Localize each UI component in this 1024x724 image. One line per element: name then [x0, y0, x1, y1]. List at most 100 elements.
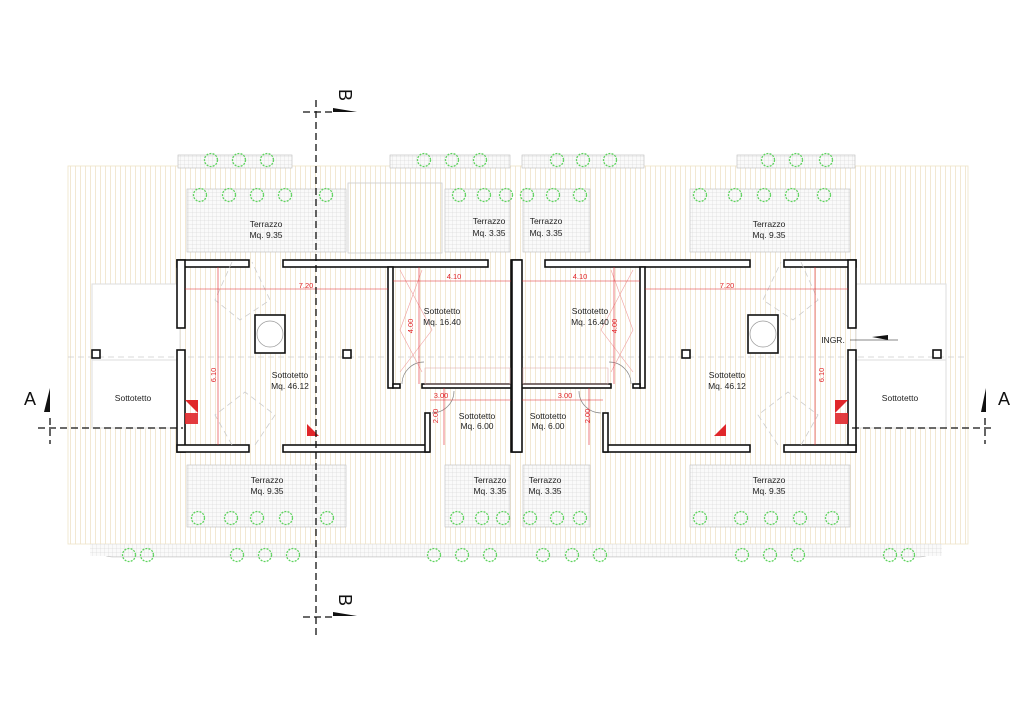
plant-icon	[257, 547, 273, 563]
plant-icon	[572, 187, 588, 203]
terrace-labels: Terrazzo Mq. 9.35 Terrazzo Mq. 3.35 Terr…	[249, 216, 785, 496]
plant-icon	[498, 187, 514, 203]
plant-icon	[451, 187, 467, 203]
plant-icon	[824, 510, 840, 526]
room-name: Sottotetto	[882, 393, 919, 403]
terrace-name: Terrazzo	[753, 475, 786, 485]
plant-icon	[454, 547, 470, 563]
plant-icon	[549, 510, 565, 526]
plant-icon	[444, 152, 460, 168]
room-area: Mq. 6.00	[460, 421, 493, 431]
terrace-name: Terrazzo	[529, 475, 562, 485]
plant-icon	[692, 510, 708, 526]
plant-icon	[790, 547, 806, 563]
plant-icon	[472, 152, 488, 168]
plant-icon	[788, 152, 804, 168]
plant-icon	[474, 510, 490, 526]
room-name: Sottotetto	[424, 306, 461, 316]
room-area: Mq. 46.12	[271, 381, 309, 391]
plant-icon	[734, 547, 750, 563]
terrace-area: Mq. 3.35	[528, 486, 561, 496]
plant-icon	[763, 510, 779, 526]
room-name: Sottotetto	[459, 411, 496, 421]
plant-icon	[192, 187, 208, 203]
room-name: Sottotetto	[115, 393, 152, 403]
dimension: 4.10	[573, 272, 588, 281]
dimension: 6.10	[817, 368, 826, 383]
terrace-area: Mq. 9.35	[752, 486, 785, 496]
section-a-label-right: A	[998, 389, 1010, 409]
section-b-bottom-arrow-icon	[333, 612, 357, 616]
terrace-name: Terrazzo	[474, 475, 507, 485]
dimension: 4.00	[610, 319, 619, 334]
room-name: Sottotetto	[530, 411, 567, 421]
plant-icon	[277, 187, 293, 203]
dimension: 7.20	[720, 281, 735, 290]
room-name: Sottotetto	[572, 306, 609, 316]
section-a-left-arrow-icon	[44, 388, 50, 412]
section-line-b	[303, 100, 332, 636]
room-area: Mq. 6.00	[531, 421, 564, 431]
dimension: 2.00	[431, 409, 440, 424]
terrace-area: Mq. 9.35	[752, 230, 785, 240]
room-area: Mq. 16.40	[571, 317, 609, 327]
plant-icon	[449, 510, 465, 526]
dimension: 3.00	[558, 391, 573, 400]
plant-icon	[190, 510, 206, 526]
plant-icon	[760, 152, 776, 168]
plant-icon	[278, 510, 294, 526]
section-a-label-left: A	[24, 389, 36, 409]
terrace-area: Mq. 9.35	[250, 486, 283, 496]
dimension-labels: 7.20 6.10 4.10 4.00 3.00 2.00 7.20 6.10 …	[209, 272, 826, 423]
plant-icon	[900, 547, 916, 563]
section-b-label-top: B	[335, 89, 355, 101]
terrace-name: Terrazzo	[530, 216, 563, 226]
dimension: 2.00	[583, 409, 592, 424]
plant-icon	[139, 547, 155, 563]
terrace-name: Terrazzo	[251, 475, 284, 485]
room-area: Mq. 16.40	[423, 317, 461, 327]
section-b-top-arrow-icon	[333, 108, 357, 112]
plant-icon	[592, 547, 608, 563]
dimension: 4.00	[406, 319, 415, 334]
left-unit-walls	[91, 259, 522, 453]
terrace-area: Mq. 9.35	[249, 230, 282, 240]
section-line-a	[38, 418, 995, 444]
dimension: 3.00	[434, 391, 449, 400]
terrace-area: Mq. 3.35	[472, 228, 505, 238]
plant-icon	[545, 187, 561, 203]
section-a-right-arrow-icon	[981, 388, 986, 412]
plant-icon	[223, 510, 239, 526]
plant-icon	[784, 187, 800, 203]
plant-icon	[249, 187, 265, 203]
plant-icon	[121, 547, 137, 563]
plant-icon	[495, 510, 511, 526]
plant-icon	[231, 152, 247, 168]
plant-icon	[756, 187, 772, 203]
plant-icon	[482, 547, 498, 563]
plant-icon	[221, 187, 237, 203]
plant-icon	[203, 152, 219, 168]
plant-icon	[762, 547, 778, 563]
terrace-area: Mq. 3.35	[529, 228, 562, 238]
plant-icon	[319, 510, 335, 526]
plant-icon	[792, 510, 808, 526]
plant-icon	[602, 152, 618, 168]
terrace-area: Mq. 3.35	[473, 486, 506, 496]
plant-icon	[535, 547, 551, 563]
terrace-name: Terrazzo	[473, 216, 506, 226]
entrance-arrow-icon	[872, 335, 888, 340]
plant-icon	[733, 510, 749, 526]
dimension: 6.10	[209, 368, 218, 383]
plant-icon	[249, 510, 265, 526]
plant-icon	[549, 152, 565, 168]
terrace-name: Terrazzo	[753, 219, 786, 229]
room-name: Sottotetto	[272, 370, 309, 380]
dimension: 7.20	[299, 281, 314, 290]
section-b-label-bottom: B	[335, 594, 355, 606]
plant-icon	[882, 547, 898, 563]
plant-icon	[692, 187, 708, 203]
terrace-name: Terrazzo	[250, 219, 283, 229]
plant-icon	[564, 547, 580, 563]
